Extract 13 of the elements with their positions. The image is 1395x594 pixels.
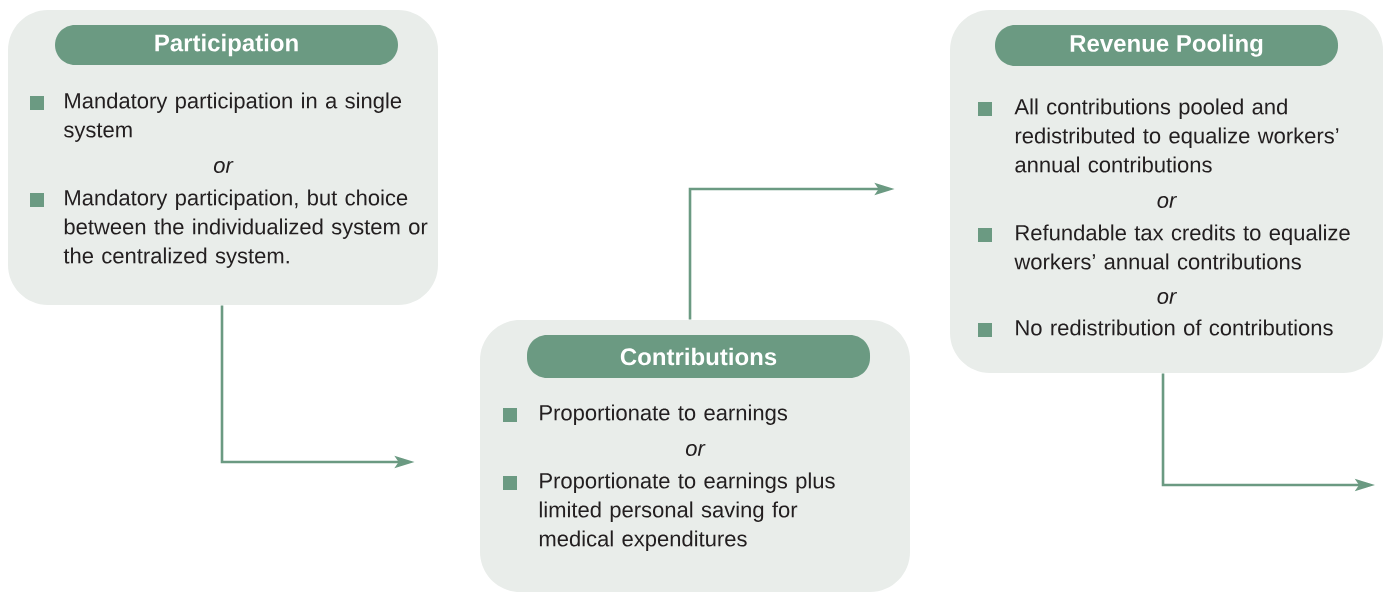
bullet-text: No redistribution of contributions bbox=[1016, 319, 1333, 336]
connector-word: or bbox=[213, 161, 234, 174]
bullet-text: Mandatory participation, but choice between the individualized system or the centralized system. bbox=[63, 189, 428, 268]
connector-word: or bbox=[685, 444, 706, 457]
connector-word: or bbox=[1157, 292, 1178, 305]
connector-word: or bbox=[1157, 196, 1178, 209]
header-pill: Contributions bbox=[527, 335, 870, 378]
header-pill: Revenue Pooling bbox=[995, 25, 1338, 66]
bullet-text: All contributions pooled and redistributed to equalize workers’ annual contributions bbox=[1014, 98, 1339, 173]
bullet-text: Proportionate to earnings bbox=[540, 404, 788, 425]
bullet-text: Refundable tax credits to equalize workers’ annual contributions bbox=[1014, 224, 1350, 270]
bullet-text: Proportionate to earnings plus limited personal saving for medical expenditures bbox=[539, 472, 835, 551]
header-pill: Participation bbox=[55, 25, 398, 65]
